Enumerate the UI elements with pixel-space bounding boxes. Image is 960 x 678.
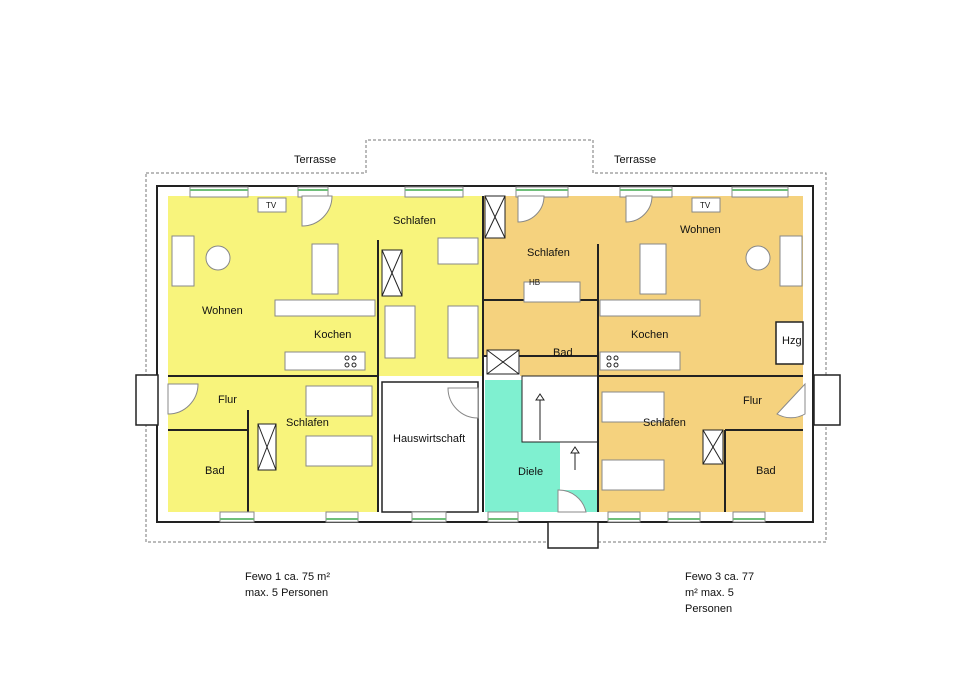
kitchen-counter-fewo3 — [599, 351, 681, 371]
stairs — [521, 375, 599, 443]
tv-right-label: TV — [700, 201, 711, 210]
hzg-label: Hzg — [782, 335, 802, 347]
room-label-kochen-1: Kochen — [314, 329, 351, 341]
terrace-label-left: Terrasse — [294, 154, 336, 166]
tv-left — [257, 197, 287, 213]
room-label-schlafen-1b: Schlafen — [286, 417, 329, 429]
terrace-label-right: Terrasse — [614, 154, 656, 166]
beds — [305, 237, 665, 491]
room-label-schlafen-3b: Schlafen — [643, 417, 686, 429]
room-label-bad-3a: Bad — [553, 347, 573, 359]
room-label-bad-3b: Bad — [756, 465, 776, 477]
room-label-flur-3: Flur — [743, 395, 762, 407]
round-table-fewo1 — [205, 245, 231, 271]
front-entry — [547, 521, 599, 549]
dining-table-fewo3 — [639, 243, 667, 295]
room-hzg — [775, 321, 804, 365]
tv-right — [691, 197, 721, 213]
room-label-kochen-3: Kochen — [631, 329, 668, 341]
note-fewo1-line2: max. 5 Personen — [245, 587, 329, 599]
wardrobes — [257, 195, 724, 471]
sofa-fewo1 — [171, 235, 195, 287]
doors — [167, 195, 806, 513]
note-fewo3: Fewo 3 ca. 77 m² max. 5 Personen — [685, 569, 754, 617]
room-label-schlafen-1a: Schlafen — [393, 215, 436, 227]
note-fewo3-line1: Fewo 3 ca. 77 — [685, 571, 755, 583]
hb-label: HB — [529, 278, 540, 287]
dining-table-fewo1 — [311, 243, 339, 295]
room-label-hauswirtschaft: Hauswirtschaft — [393, 433, 465, 445]
room-label-wohnen-1: Wohnen — [202, 305, 243, 317]
round-table-fewo3 — [745, 245, 771, 271]
room-label-wohnen-3: Wohnen — [680, 224, 721, 236]
kitchen-island-fewo3 — [599, 299, 701, 317]
kitchen-counter-fewo1 — [284, 351, 366, 371]
room-label-schlafen-3a: Schlafen — [527, 247, 570, 259]
room-diele — [485, 380, 598, 512]
room-label-bad-1: Bad — [205, 465, 225, 477]
room-label-flur-1: Flur — [218, 394, 237, 406]
note-fewo1: Fewo 1 ca. 75 m² max. 5 Personen — [245, 569, 330, 601]
side-entry-left — [135, 374, 159, 426]
windows — [189, 186, 789, 523]
terrace-outline — [145, 139, 827, 543]
note-fewo1-line1: Fewo 1 ca. 75 m² — [245, 571, 330, 583]
note-fewo3-line3: Personen — [685, 603, 733, 615]
kitchen-island-fewo1 — [274, 299, 376, 317]
side-entry-right — [813, 374, 841, 426]
tv-left-label: TV — [266, 201, 277, 210]
stove-icon — [344, 355, 619, 368]
sofa-fewo3 — [779, 235, 803, 287]
note-fewo3-line2: m² max. 5 — [685, 587, 734, 599]
room-label-diele: Diele — [518, 466, 543, 478]
